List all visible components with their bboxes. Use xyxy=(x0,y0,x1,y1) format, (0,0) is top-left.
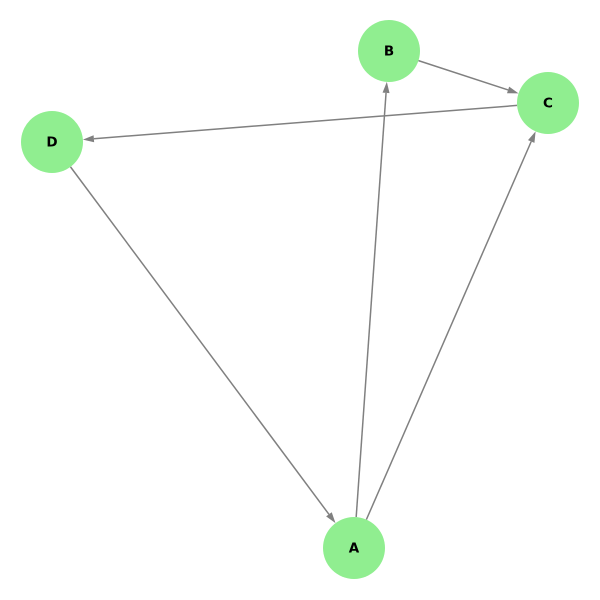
graph-edge-a-to-c xyxy=(365,131,536,520)
edge-line xyxy=(69,166,330,515)
edge-arrowhead xyxy=(382,81,390,94)
graph-node-d[interactable]: D xyxy=(21,111,83,173)
node-label: C xyxy=(543,96,553,112)
graph-node-a[interactable]: A xyxy=(323,517,385,579)
edge-arrowhead xyxy=(506,86,519,94)
node-label: D xyxy=(46,135,57,151)
edge-line xyxy=(365,141,532,520)
edge-arrowhead xyxy=(326,512,336,524)
graph-edge-d-to-a xyxy=(69,166,336,524)
node-circle[interactable] xyxy=(323,517,385,579)
edge-arrowhead xyxy=(82,135,95,143)
node-circle[interactable] xyxy=(21,111,83,173)
graph-node-b[interactable]: B xyxy=(358,20,420,82)
edge-line xyxy=(418,59,509,91)
graph-node-c[interactable]: C xyxy=(517,72,579,134)
node-layer: A B C D xyxy=(21,20,579,579)
node-label: B xyxy=(384,44,394,60)
graph-edge-a-to-b xyxy=(355,81,390,518)
graph-edge-b-to-c xyxy=(418,59,519,94)
node-circle[interactable] xyxy=(517,72,579,134)
node-label: A xyxy=(349,541,360,557)
edge-arrowhead xyxy=(528,131,536,143)
node-circle[interactable] xyxy=(358,20,420,82)
edge-line xyxy=(93,104,518,140)
graph-edge-c-to-d xyxy=(82,104,518,143)
edge-line xyxy=(355,92,387,518)
edge-layer xyxy=(69,59,536,524)
